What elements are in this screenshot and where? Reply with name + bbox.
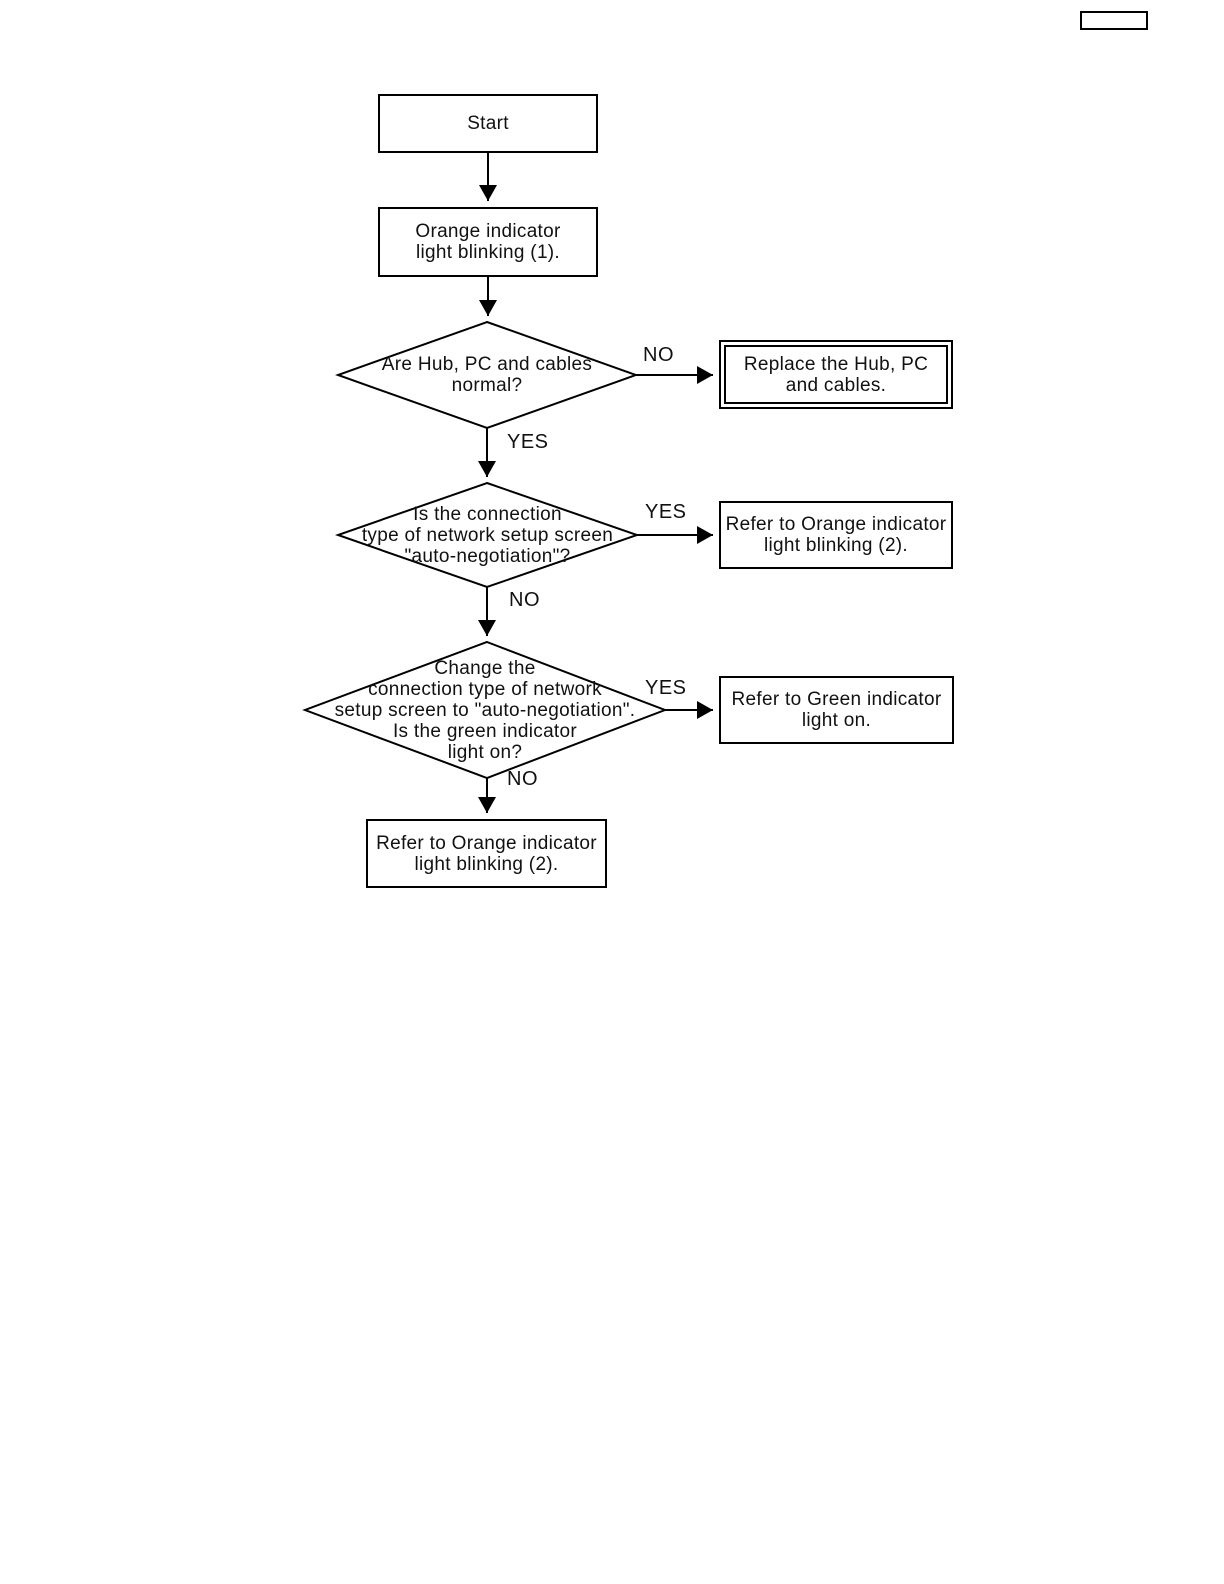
edge-label-decision3-yes: YES [645,677,687,699]
replace-box-inner-border: Replace the Hub, PC and cables. [724,345,948,404]
node-start: Start [378,94,598,153]
node-orange-indicator-blinking-1: Orange indicator light blinking (1). [378,207,598,277]
edge-label-decision1-yes: YES [507,431,549,453]
node-start-label: Start [467,113,509,134]
decision3-diamond [302,640,668,780]
edge-label-decision2-yes: YES [645,501,687,523]
node-orange1-label: Orange indicator light blinking (1). [415,221,561,263]
edge-label-decision1-no: NO [643,344,674,366]
edge-label-decision3-no: NO [507,768,538,790]
node-replace-hub-pc-cables: Replace the Hub, PC and cables. [719,340,953,409]
node-refer-orange-blinking-2-right: Refer to Orange indicator light blinking… [719,501,953,569]
edge-label-decision2-no: NO [509,589,540,611]
node-refer-green-label: Refer to Green indicator light on. [731,689,942,731]
node-refer-orange-right-label: Refer to Orange indicator light blinking… [725,514,947,556]
node-refer-orange-blinking-2-bottom: Refer to Orange indicator light blinking… [366,819,607,888]
decision1-diamond [335,320,639,430]
page-number-box [1080,11,1148,30]
node-replace-label: Replace the Hub, PC and cables. [743,353,929,396]
node-refer-orange-bottom-label: Refer to Orange indicator light blinking… [376,832,597,875]
node-refer-green-light-on: Refer to Green indicator light on. [719,676,954,744]
decision2-diamond [334,481,641,589]
